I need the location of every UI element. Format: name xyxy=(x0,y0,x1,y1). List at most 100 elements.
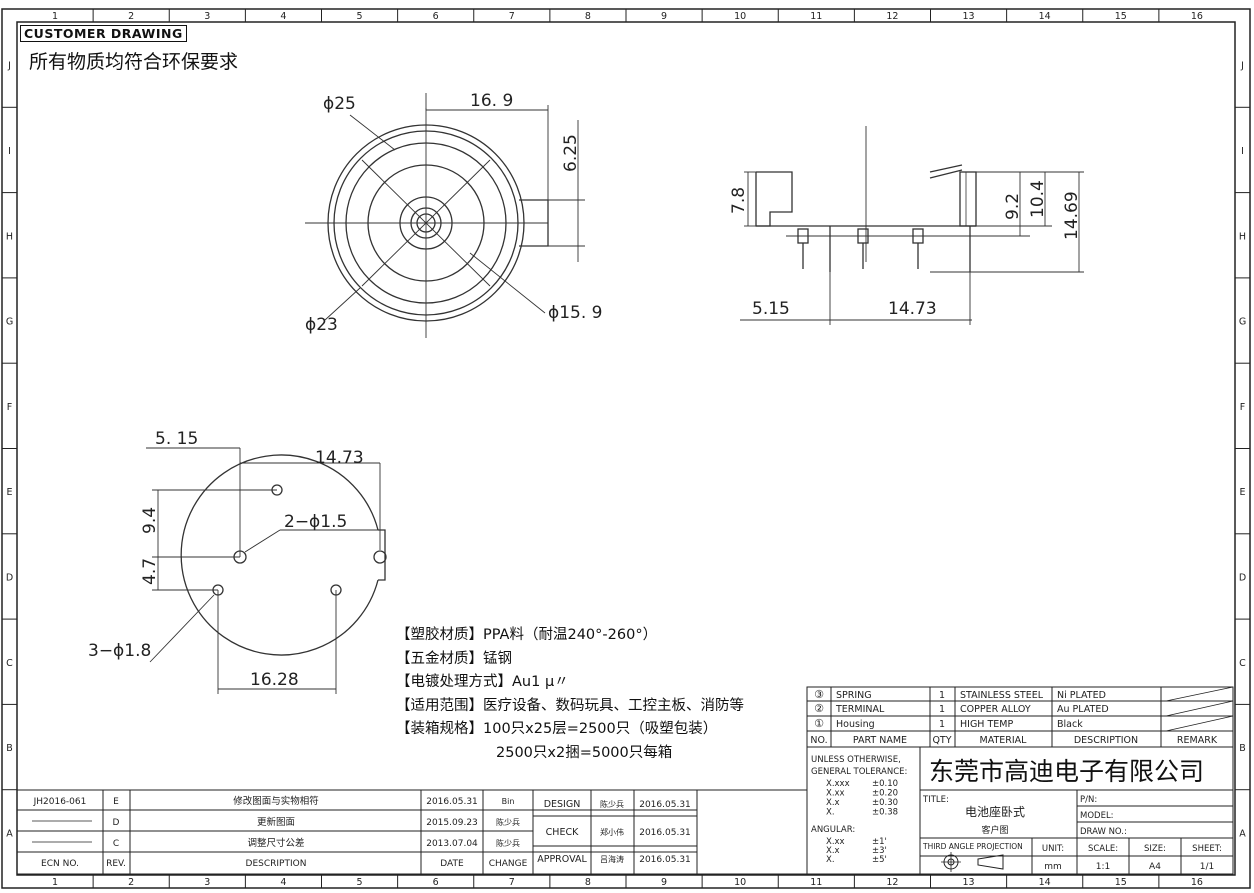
bom-description: Au PLATED xyxy=(1057,704,1109,715)
bom-header-qty: QTY xyxy=(932,735,951,746)
bom-header-description: DESCRIPTION xyxy=(1074,735,1138,746)
bom-qty: 1 xyxy=(939,704,945,715)
grid-col-top: 2 xyxy=(128,11,134,22)
grid-row-left: E xyxy=(6,487,12,498)
top-view xyxy=(305,93,585,338)
size-label: SIZE: xyxy=(1144,844,1166,854)
dim-14-69: 14.69 xyxy=(1062,191,1082,240)
dim-9-2: 9.2 xyxy=(1003,193,1023,220)
grid-row-right: F xyxy=(1240,402,1245,413)
side-view xyxy=(740,126,1084,325)
rev-changed-by: Bin xyxy=(502,797,515,806)
draw-no-label: DRAW NO.: xyxy=(1080,827,1127,837)
rev-date: 2016.05.31 xyxy=(426,797,478,807)
sheet-value: 1/1 xyxy=(1200,862,1214,872)
grid-col-bottom: 5 xyxy=(357,877,363,888)
dim-10-4: 10.4 xyxy=(1028,180,1048,218)
angular-format: X.xx xyxy=(826,837,845,847)
side-view-labels: 7.8 9.2 10.4 14.69 5.15 14.73 xyxy=(729,180,1082,319)
grid-col-top: 13 xyxy=(963,11,975,22)
bottom-view xyxy=(146,447,387,694)
rev-letter: D xyxy=(113,818,120,828)
rev-letter: E xyxy=(113,797,119,807)
dim-5-15: 5.15 xyxy=(752,299,790,319)
customer-drawing-badge: CUSTOMER DRAWING xyxy=(20,25,187,42)
environment-requirement: 所有物质均符合环保要求 xyxy=(29,51,239,73)
tolerance-format: X.xx xyxy=(826,789,845,799)
grid-col-bottom: 11 xyxy=(810,877,822,888)
bom-no: ③ xyxy=(814,688,824,701)
grid-col-top: 10 xyxy=(734,11,746,22)
dim-5-15-bottom: 5. 15 xyxy=(155,429,198,449)
angular-value: ±3' xyxy=(872,846,887,856)
bom-header-remark: REMARK xyxy=(1177,735,1218,746)
note-packing-2: 2500只x2捆=5000只每箱 xyxy=(496,744,673,761)
angular-format: X. xyxy=(826,855,835,865)
approval-date: 2016.05.31 xyxy=(639,855,691,865)
bom-part-name: Housing xyxy=(836,719,875,730)
grid-col-top: 14 xyxy=(1039,11,1051,22)
tolerance-title: UNLESS OTHERWISE, xyxy=(811,755,901,765)
rev-changed-by: 陈少兵 xyxy=(496,838,520,848)
grid-row-right: G xyxy=(1239,317,1246,328)
model-label: MODEL: xyxy=(1080,811,1114,821)
grid-col-bottom: 13 xyxy=(963,877,975,888)
grid-col-top: 5 xyxy=(357,11,363,22)
grid-col-bottom: 8 xyxy=(585,877,591,888)
scale-value: 1:1 xyxy=(1096,862,1110,872)
dim-phi23: ϕ23 xyxy=(305,315,338,335)
bom-material: HIGH TEMP xyxy=(960,719,1013,730)
approval-date: 2016.05.31 xyxy=(639,828,691,838)
size-value: A4 xyxy=(1149,862,1161,872)
dim-7-8: 7.8 xyxy=(729,187,749,214)
grid-col-top: 3 xyxy=(204,11,210,22)
grid-row-left: I xyxy=(8,146,11,157)
dim-14-73-bottom: 14.73 xyxy=(315,448,364,468)
grid-col-bottom: 12 xyxy=(886,877,898,888)
drawing-subtitle: 客户图 xyxy=(981,824,1008,836)
grid-row-left: G xyxy=(6,317,13,328)
grid-col-bottom: 7 xyxy=(509,877,515,888)
grid-col-top: 7 xyxy=(509,11,515,22)
rev-ecn: JH2016-061 xyxy=(33,797,87,807)
tolerance-value: ±0.10 xyxy=(872,779,898,789)
angular-label: ANGULAR: xyxy=(811,825,855,835)
tolerance-value: ±0.20 xyxy=(872,789,898,799)
grid-col-bottom: 16 xyxy=(1191,877,1203,888)
rev-date: 2013.07.04 xyxy=(426,839,478,849)
dim-9-4: 9.4 xyxy=(140,507,160,534)
grid-row-right: A xyxy=(1239,828,1246,839)
dim-16-28: 16.28 xyxy=(250,670,299,690)
rev-header-ecn: ECN NO. xyxy=(41,859,79,869)
approval-role: DESIGN xyxy=(544,799,581,810)
bom-no: ② xyxy=(814,702,824,715)
bom-material: COPPER ALLOY xyxy=(960,704,1031,715)
rev-description: 调整尺寸公差 xyxy=(247,837,304,849)
title-block xyxy=(16,746,1234,875)
tolerance-title: GENERAL TOLERANCE: xyxy=(811,767,907,777)
tolerance-value: ±0.30 xyxy=(872,798,898,808)
unit-value: mm xyxy=(1044,862,1062,872)
rev-description: 更新图面 xyxy=(257,816,295,828)
title-label: TITLE: xyxy=(922,795,949,805)
grid-row-left: J xyxy=(7,61,11,72)
tolerance-format: X.x xyxy=(826,798,840,808)
grid-col-bottom: 3 xyxy=(204,877,210,888)
grid-row-right: C xyxy=(1239,658,1246,669)
grid-col-bottom: 9 xyxy=(661,877,667,888)
dim-3-holes: 3−ϕ1.8 xyxy=(88,641,151,661)
approval-name: 郑小伟 xyxy=(600,827,624,837)
grid-row-left: C xyxy=(6,658,13,669)
grid-col-top: 4 xyxy=(280,11,286,22)
approval-name: 吕海涛 xyxy=(600,854,624,864)
bom-qty: 1 xyxy=(939,690,945,701)
grid-col-top: 15 xyxy=(1115,11,1127,22)
rev-header-rev: REV. xyxy=(106,859,126,869)
bom-description: Black xyxy=(1057,719,1083,730)
bom-header-no: NO. xyxy=(810,735,827,746)
bom-material: STAINLESS STEEL xyxy=(960,690,1044,701)
rev-header-description: DESCRIPTION xyxy=(246,859,307,869)
grid-marks: 1122334455667788991010111112121313141415… xyxy=(2,9,1250,888)
